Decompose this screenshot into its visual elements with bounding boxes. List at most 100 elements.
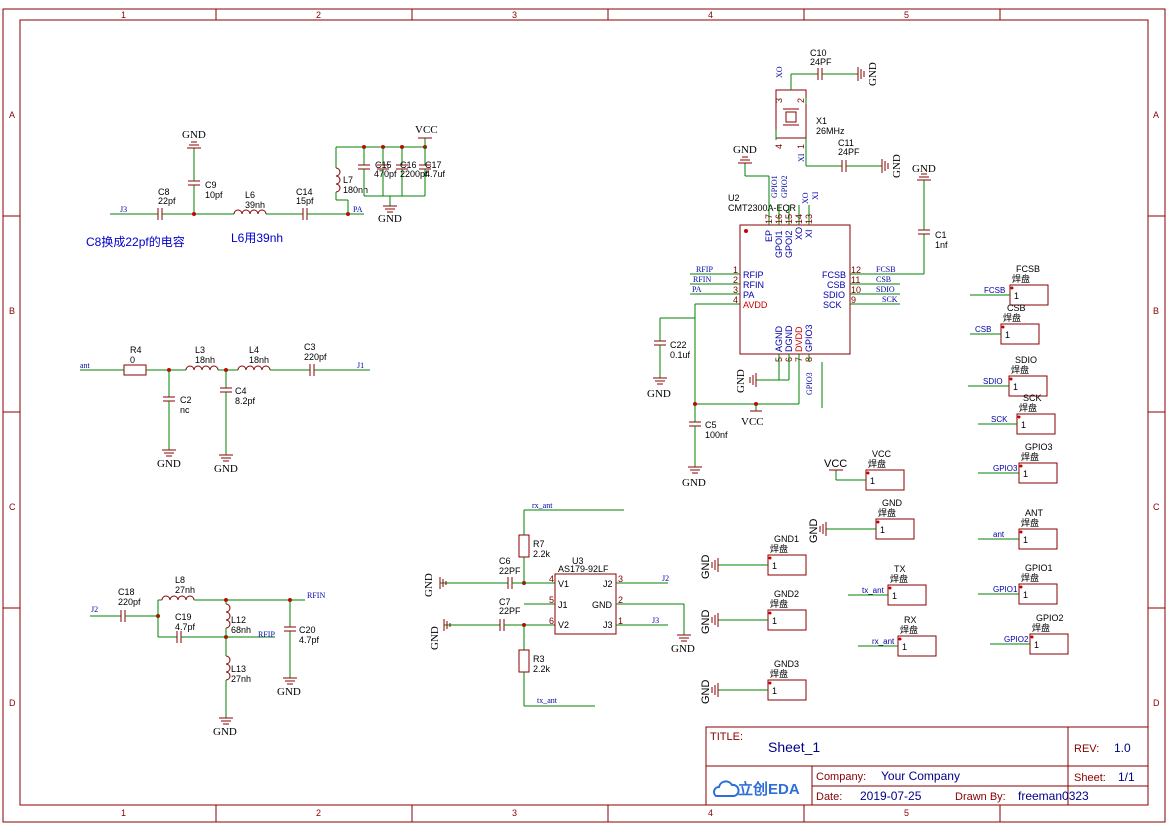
- pad-pin: 1: [772, 686, 777, 696]
- c17-ref: C17: [425, 160, 442, 170]
- r7-value: 2.2k: [533, 549, 551, 559]
- x1-pin-num: 1: [796, 144, 806, 149]
- l7-ref: L7: [343, 175, 353, 185]
- c7-ref: C7: [499, 597, 511, 607]
- col-label: 1: [121, 10, 126, 20]
- pad-ref: GPIO3: [1025, 442, 1053, 452]
- pad-sub: 焊盘: [1021, 517, 1039, 528]
- u2-pin-sdio: SDIO: [823, 290, 845, 300]
- gnd-symbol: GND: [700, 610, 712, 635]
- u3-pin-num: 4: [549, 574, 554, 584]
- u3-pin-num: 5: [549, 595, 554, 605]
- pad-sub: 焊盘: [878, 507, 896, 518]
- pad-sub: 焊盘: [900, 624, 918, 635]
- cloud-icon: [713, 780, 740, 797]
- pad-ref: GND: [882, 498, 903, 508]
- col-label: 3: [512, 808, 517, 818]
- row-label: D: [1153, 698, 1160, 708]
- pad-net-label: GPIO3: [993, 464, 1018, 473]
- col-label: 2: [316, 808, 321, 818]
- net-label-pa: PA: [353, 205, 363, 214]
- u2-pin-num: 2: [733, 275, 738, 285]
- col-label: 5: [904, 808, 909, 818]
- x1-pin-num: 4: [774, 144, 784, 149]
- col-label: 1: [121, 808, 126, 818]
- note-c8: C8换成22pf的电容: [86, 234, 185, 249]
- c22-value: 0.1uf: [670, 350, 691, 360]
- pad-sub: 焊盘: [770, 598, 788, 609]
- gnd-symbol: GND: [808, 519, 820, 544]
- x1-pin-num: 3: [774, 98, 784, 103]
- pad-pin: 1: [1021, 420, 1026, 430]
- row-label: C: [1153, 502, 1160, 512]
- c3-ref: C3: [304, 342, 316, 352]
- note-l6: L6用39nh: [231, 231, 283, 245]
- u2-pin-agnd: AGND: [774, 325, 784, 352]
- pad-net-label: SDIO: [983, 377, 1003, 386]
- c10-value: 24PF: [810, 57, 832, 67]
- u2-pin-pa: PA: [743, 290, 754, 300]
- c1-value: 1nf: [935, 240, 948, 250]
- c2-value: nc: [180, 405, 190, 415]
- u2-pin-num: 4: [733, 295, 738, 305]
- l3-ref: L3: [195, 345, 205, 355]
- title-label: TITLE:: [710, 731, 743, 743]
- c1-ref: C1: [935, 230, 947, 240]
- u2-pin-num: 14: [794, 214, 804, 224]
- sheet-value: 1/1: [1118, 770, 1135, 784]
- gnd-symbol: GND: [378, 213, 402, 225]
- pad-ref: GND3: [774, 659, 799, 669]
- c4-value: 8.2pf: [235, 396, 256, 406]
- u2-pin-ep: EP: [764, 230, 774, 242]
- net-label-xo: XO: [801, 192, 810, 204]
- c9-ref: C9: [205, 180, 217, 190]
- gnd-symbol: GND: [735, 369, 747, 393]
- pad-ref: GPIO2: [1036, 613, 1064, 623]
- l8-value: 27nh: [175, 585, 195, 595]
- drawn-value: freeman0323: [1018, 789, 1089, 803]
- date-value: 2019-07-25: [860, 789, 922, 803]
- net-label-xi: XI: [797, 153, 806, 162]
- u3-ref: U3: [572, 556, 584, 566]
- pad-sub: 焊盘: [770, 543, 788, 554]
- u2-pin-gpio3: GPIO3: [804, 324, 814, 352]
- u2-pin-dgnd: DGND: [784, 325, 794, 352]
- net-label-sdio: SDIO: [876, 285, 895, 294]
- pad-sub: 焊盘: [1021, 572, 1039, 583]
- row-label: B: [9, 306, 15, 316]
- l4-ref: L4: [249, 345, 259, 355]
- net-label-rfip: RFIP: [696, 265, 713, 274]
- x1-ref: X1: [816, 116, 827, 126]
- gnd-symbol: GND: [700, 680, 712, 705]
- sheet-title: Sheet_1: [768, 739, 820, 755]
- c16-value: 2200pf: [400, 169, 428, 179]
- pad-net-label: GPIO2: [1004, 635, 1029, 644]
- gnd-symbol: GND: [682, 477, 706, 489]
- pad-net-label: ant: [993, 530, 1005, 539]
- pad-sub: 焊盘: [868, 458, 886, 469]
- gnd-symbol: GND: [912, 163, 936, 175]
- net-label-rx-ant: rx_ant: [532, 501, 553, 510]
- net-label-fcsb: FCSB: [876, 265, 896, 274]
- r7-ref: R7: [533, 539, 545, 549]
- pad-sub: 焊盘: [1019, 402, 1037, 413]
- vcc-symbol: VCC: [741, 416, 764, 428]
- net-label-gpio1: GPIO1: [770, 175, 779, 198]
- col-label: 3: [512, 10, 517, 20]
- u2-pin-avdd: AVDD: [743, 300, 768, 310]
- u2-value: CMT2300A-EQR: [728, 203, 797, 213]
- pad-pin: 1: [892, 591, 897, 601]
- test-pads: FCSB焊盘1FCSBCSB焊盘1CSBSDIO焊盘1SDIOSCK焊盘1SCK…: [700, 264, 1069, 705]
- pad-ref: GPIO1: [1025, 563, 1053, 573]
- x1-pin-num: 2: [796, 98, 806, 103]
- u3-value: AS179-92LF: [558, 564, 609, 574]
- u2-pin-num: 1: [733, 265, 738, 275]
- c5-value: 100nf: [705, 430, 728, 440]
